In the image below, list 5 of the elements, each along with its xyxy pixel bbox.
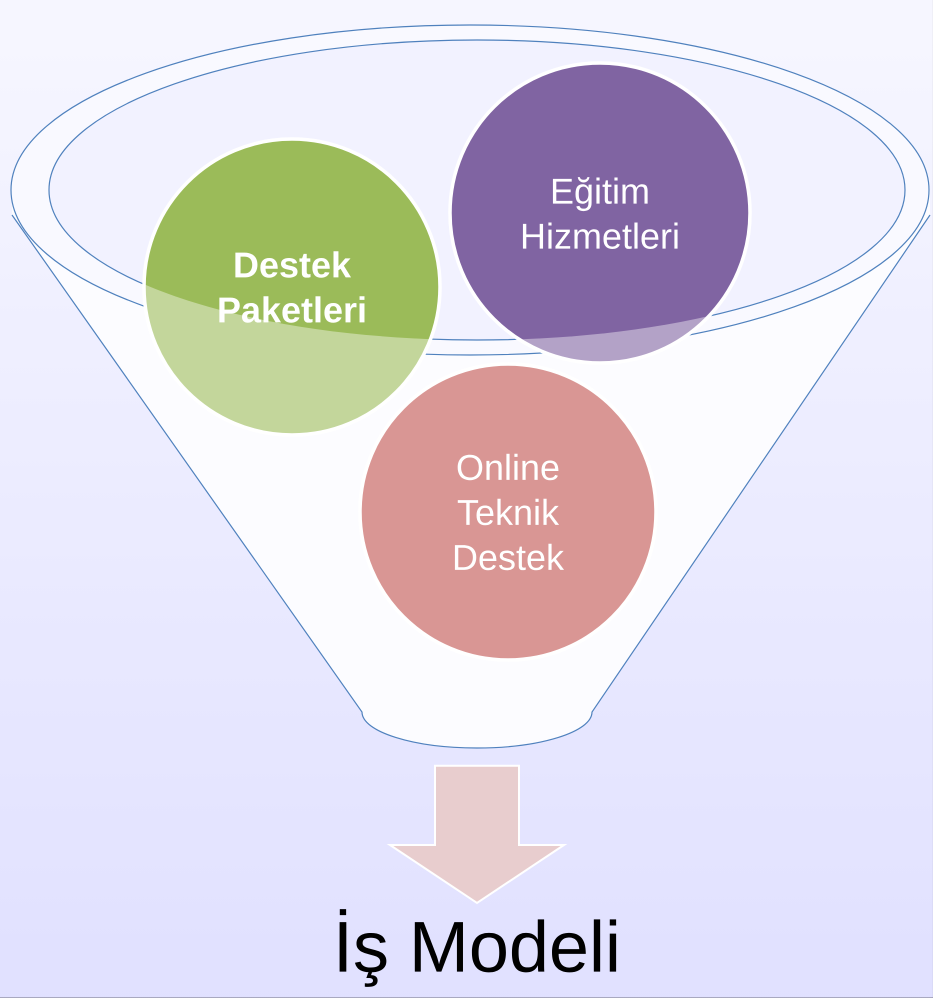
circle-node: Eğitim Hizmetleri xyxy=(448,61,752,365)
block-arrow xyxy=(386,764,568,904)
circle-node: Destek Paketleri xyxy=(142,137,442,437)
circle-node: Online Teknik Destek xyxy=(358,362,658,662)
title-text: İş Modeli xyxy=(340,909,616,987)
